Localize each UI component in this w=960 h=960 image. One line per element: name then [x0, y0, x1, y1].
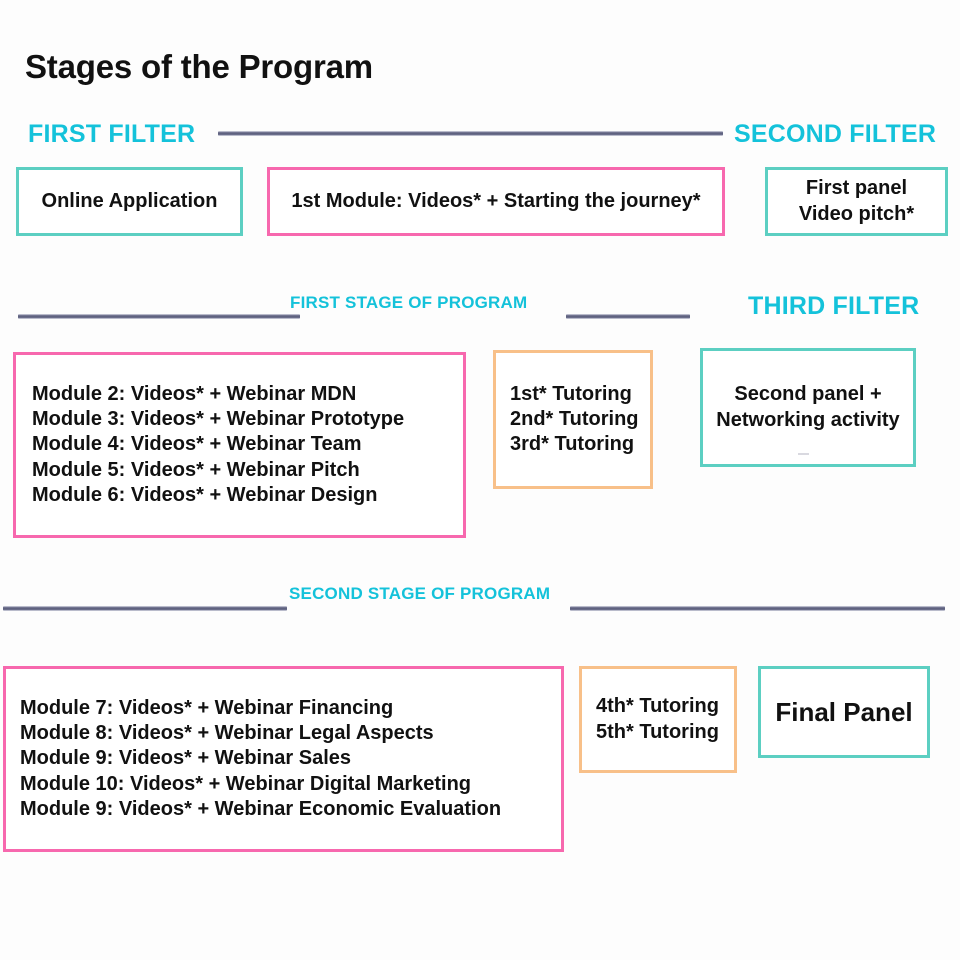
- box-first-panel[interactable]: First panel Video pitch*: [765, 167, 948, 236]
- box-first-module-label: 1st Module: Videos* + Starting the journ…: [291, 189, 701, 212]
- box-first-module[interactable]: 1st Module: Videos* + Starting the journ…: [267, 167, 725, 236]
- box-first-stage-tutoring[interactable]: 1st* Tutoring 2nd* Tutoring 3rd* Tutorin…: [493, 350, 653, 489]
- divider-rule-row2-left: [18, 314, 300, 319]
- list-item: Module 2: Videos* + Webinar MDN: [32, 383, 357, 406]
- box-second-stage-tutoring[interactable]: 4th* Tutoring 5th* Tutoring: [579, 666, 737, 773]
- box-second-stage-modules[interactable]: Module 7: Videos* + Webinar Financing Mo…: [3, 666, 564, 852]
- list-item: Module 4: Videos* + Webinar Team: [32, 433, 362, 456]
- box-first-panel-line1: First panel: [805, 177, 908, 200]
- box-online-application[interactable]: Online Application: [16, 167, 243, 236]
- list-item: 4th* Tutoring: [596, 695, 719, 718]
- list-item: Module 10: Videos* + Webinar Digital Mar…: [20, 772, 472, 795]
- list-item: Module 3: Videos* + Webinar Prototype: [32, 408, 405, 431]
- section-label-first-stage: FIRST STAGE OF PROGRAM: [290, 293, 528, 312]
- divider-rule-row3-left: [3, 606, 287, 611]
- list-item: Module 6: Videos* + Webinar Design: [32, 483, 378, 506]
- box-final-panel[interactable]: Final Panel: [758, 666, 930, 758]
- box-second-panel-line1: Second panel +: [734, 383, 882, 406]
- section-label-third-filter: THIRD FILTER: [748, 292, 920, 320]
- divider-rule-row3-right: [570, 606, 945, 611]
- box-second-panel[interactable]: Second panel + Networking activity: [700, 348, 916, 467]
- list-item: 3rd* Tutoring: [510, 433, 635, 456]
- list-item: Module 9: Videos* + Webinar Economic Eva…: [20, 797, 502, 820]
- list-item: 1st* Tutoring: [510, 382, 632, 405]
- section-label-second-stage: SECOND STAGE OF PROGRAM: [289, 584, 551, 603]
- list-item: Module 5: Videos* + Webinar Pitch: [32, 458, 360, 481]
- section-label-first-filter: FIRST FILTER: [28, 120, 196, 148]
- section-label-second-filter: SECOND FILTER: [734, 120, 937, 148]
- box-first-stage-modules[interactable]: Module 2: Videos* + Webinar MDN Module 3…: [13, 352, 466, 538]
- list-item: Module 8: Videos* + Webinar Legal Aspect…: [20, 722, 434, 745]
- list-item: Module 7: Videos* + Webinar Financing: [20, 697, 394, 720]
- box-second-panel-line2: Networking activity: [716, 408, 900, 431]
- divider-rule-row1: [218, 131, 723, 136]
- box-first-panel-line2: Video pitch*: [798, 202, 915, 225]
- box-online-application-label: Online Application: [41, 189, 218, 212]
- list-item: Module 9: Videos* + Webinar Sales: [20, 747, 352, 770]
- list-item: 2nd* Tutoring: [510, 407, 639, 430]
- box-final-panel-label: Final Panel: [775, 696, 913, 727]
- page-title: Stages of the Program: [25, 48, 373, 85]
- divider-rule-row2-right: [566, 314, 690, 319]
- list-item: 5th* Tutoring: [596, 720, 719, 743]
- stray-mark: [798, 453, 809, 455]
